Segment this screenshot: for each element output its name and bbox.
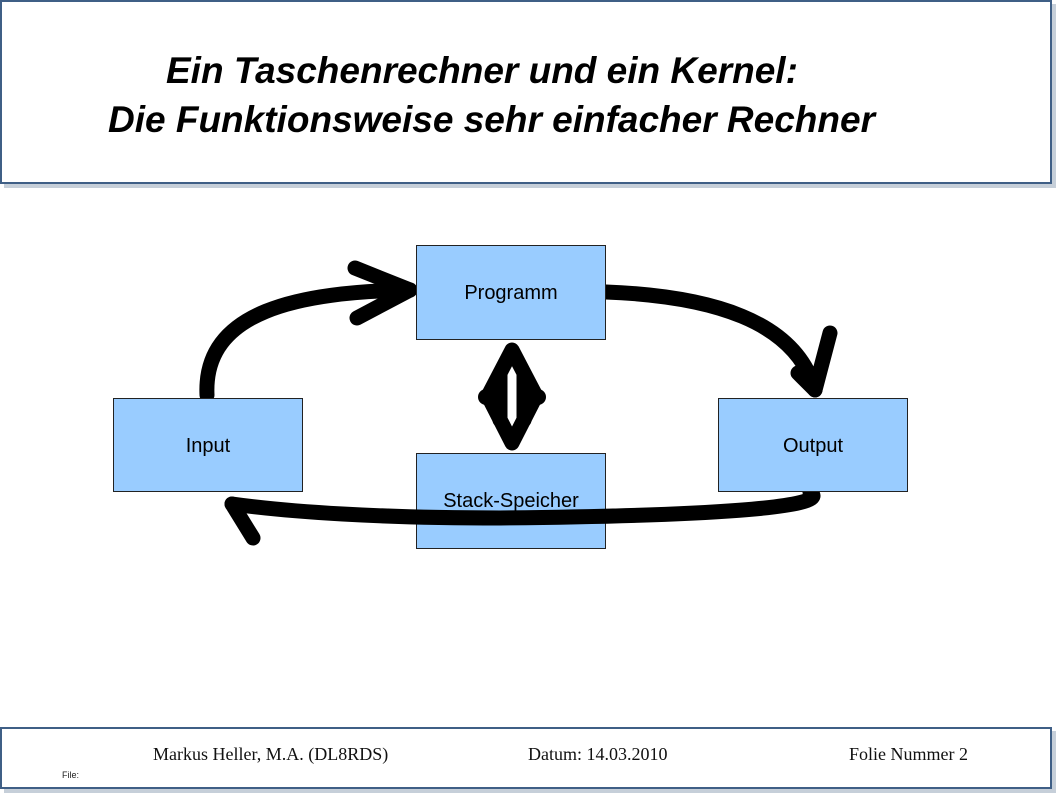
output-label: Output xyxy=(782,435,844,457)
input-box: Input xyxy=(113,398,303,492)
footer-file-label: File: xyxy=(62,770,80,780)
arrowhead-programm-icon xyxy=(347,260,418,326)
footer-author: Markus Heller, M.A. (DL8RDS) xyxy=(153,744,389,764)
slide-title-line-1: Ein Taschenrechner und ein Kernel: xyxy=(166,50,798,91)
output-box: Output xyxy=(718,398,908,492)
arrowhead-input-icon xyxy=(224,496,261,546)
footer-slide-number: Folie Nummer 2 xyxy=(849,744,968,764)
footer-date: Datum: 14.03.2010 xyxy=(528,744,668,764)
arrowhead-output-icon xyxy=(790,325,838,398)
programm-box: Programm xyxy=(416,245,606,340)
title-frame xyxy=(0,0,1052,184)
programm-label: Programm xyxy=(464,282,558,304)
arrow-input-to-programm xyxy=(199,282,418,403)
stack-speicher-label: Stack-Speicher xyxy=(443,490,579,512)
arrow-output-to-input xyxy=(224,484,821,526)
footer-frame xyxy=(0,727,1052,789)
stack-speicher-box: Stack-Speicher xyxy=(416,453,606,549)
input-label: Input xyxy=(185,435,231,457)
slide-title-line-2: Die Funktionsweise sehr einfacher Rechne… xyxy=(108,99,875,140)
arrow-programm-to-output xyxy=(598,284,823,398)
